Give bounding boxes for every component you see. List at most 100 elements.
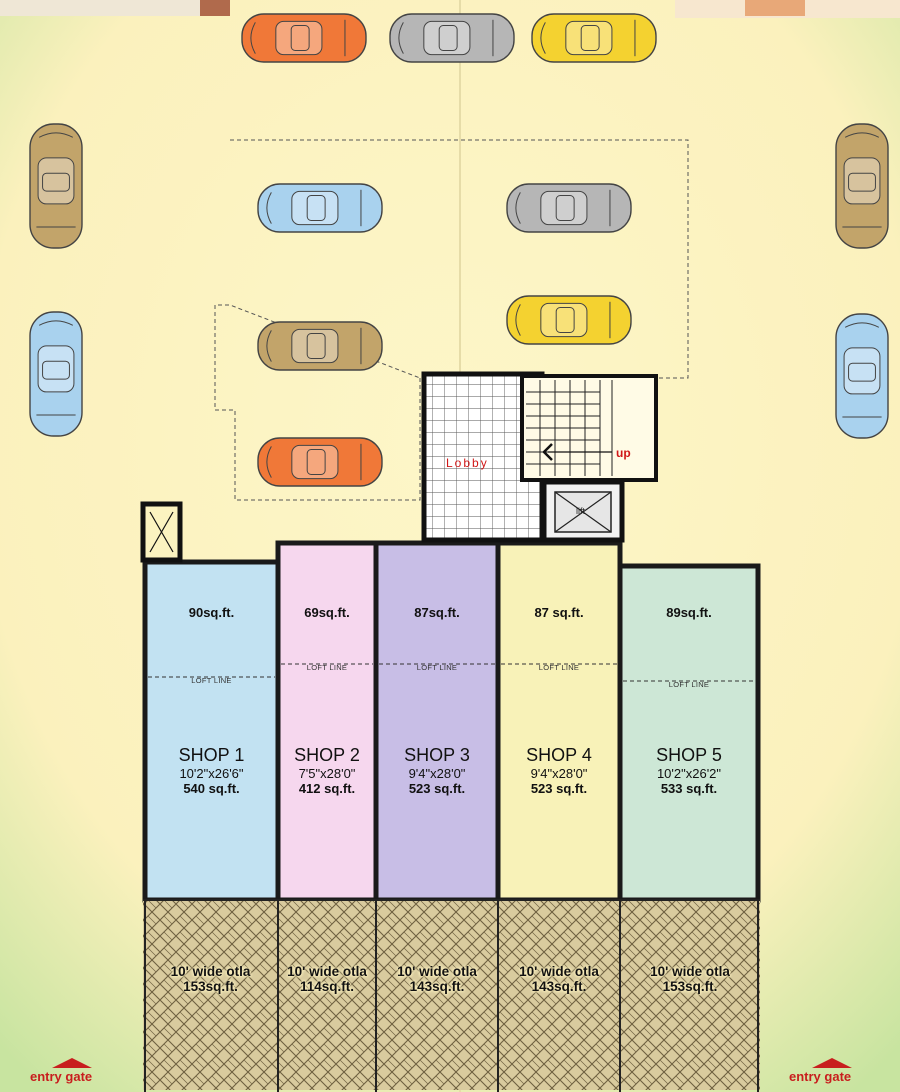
loft-line-label: LOFT LINE [538,663,580,672]
lobby-label: Lobby [446,456,489,470]
parked-car-5-icon [835,123,889,249]
lift-cross [554,491,612,533]
shop-3-block [373,540,501,903]
parked-car-7-icon [835,313,889,439]
car-part [580,25,600,51]
photo-clip-right-accent [745,0,805,16]
shop-area: 412 sq.ft. [298,781,356,796]
otla-area: 143sq.ft. [531,979,587,994]
shop-loft-area: 90sq.ft. [188,605,235,620]
loft-line-label: LOFT LINE [306,663,348,672]
lift-label: lift [576,506,585,516]
parked-car-4-icon [29,123,83,249]
car-part [291,444,339,480]
shop-name: SHOP 3 [404,745,470,765]
shop-area: 533 sq.ft. [660,781,718,796]
otla-5: 10' wide otla 153sq.ft. [620,964,760,994]
car-part [843,347,881,395]
shop-area: 523 sq.ft. [408,781,466,796]
parked-car-6-icon [29,311,83,437]
car-part [291,328,339,364]
car-part [835,313,889,439]
car-part [531,13,657,63]
shop-dimensions: 10'2"x26'6" [179,766,244,781]
duct-cross [149,511,174,553]
otla-4: 10' wide otla 143sq.ft. [498,964,620,994]
loft-line-label: LOFT LINE [416,663,458,672]
otla-area: 114sq.ft. [299,979,355,994]
car-part [844,322,880,328]
shop-loft-area: 69sq.ft. [304,605,350,620]
shop-dimensions: 9'4"x28'0" [408,766,466,781]
car-part [257,321,383,371]
otla-dividers [143,899,760,1092]
parked-car-12-icon [257,437,383,487]
car-part [275,20,323,56]
car-part [250,22,256,54]
shop-4-block [495,540,623,903]
loft-line-label: LOFT LINE [191,676,232,685]
shop-area: 540 sq.ft. [183,781,240,796]
car-part [266,192,272,224]
car-part [515,304,521,336]
stair-up-label: up [616,446,631,460]
car-part [257,183,383,233]
shop-dimensions: 7'5"x28'0" [298,766,356,781]
car-part [266,446,272,478]
otla-paving [143,900,760,1090]
parked-car-3-icon [531,13,657,63]
parked-car-2-icon [389,13,515,63]
otla-label: 10' wide otla [650,964,730,979]
shop-name: SHOP 5 [656,745,722,765]
car-part [257,437,383,487]
car-part [515,192,521,224]
otla-label: 10' wide otla [519,964,599,979]
photo-clip-left [0,0,230,16]
parked-car-8-icon [257,183,383,233]
photo-clip-left-accent [200,0,230,16]
shop-name: SHOP 4 [526,745,592,765]
car-part [506,295,632,345]
parked-car-10-icon [506,295,632,345]
car-part [291,190,339,226]
car-part [848,362,876,382]
parked-car-9-icon [506,183,632,233]
otla-3: 10' wide otla 143sq.ft. [376,964,498,994]
car-part [38,132,74,138]
car-part [438,25,458,51]
car-part [306,333,326,359]
entry-gate-right-icon [812,1058,852,1068]
car-part [290,25,310,51]
car-part [555,307,575,333]
car-part [565,20,613,56]
car-part [306,195,326,221]
otla-area: 153sq.ft. [662,979,718,994]
loft-line-label: LOFT LINE [668,680,710,689]
otla-1: 10' wide otla 153sq.ft. [143,964,278,994]
parked-car-1-icon [241,13,367,63]
car-part [848,172,876,192]
car-part [506,183,632,233]
parked-car-11-icon [257,321,383,371]
car-part [844,132,880,138]
entry-gate-left-icon [52,1058,92,1068]
car-part [398,22,404,54]
car-part [37,157,75,205]
parking-outline [214,139,689,501]
shop-2-block [275,540,379,903]
otla-label: 10' wide otla [287,964,367,979]
entry-gate-right-label: entry gate [789,1069,852,1084]
otla-area: 153sq.ft. [183,979,238,994]
car-part [42,172,70,192]
shop-dimensions: 9'4"x28'0" [530,766,588,781]
car-part [38,320,74,326]
car-part [29,311,83,437]
entry-gate-left-label: entry gate [30,1069,93,1084]
car-part [389,13,515,63]
car-part [266,330,272,362]
car-part [835,123,889,249]
